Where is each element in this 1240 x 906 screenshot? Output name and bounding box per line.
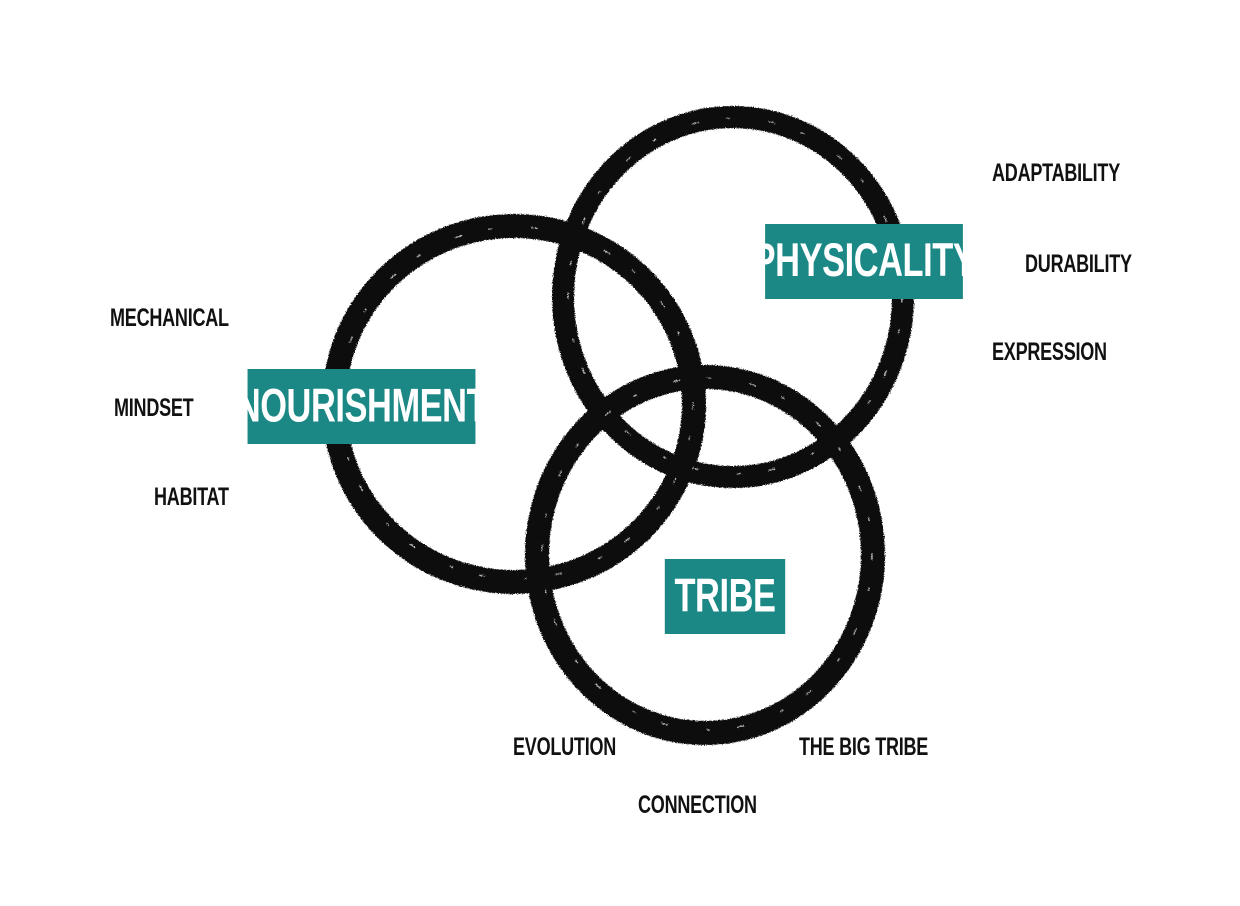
attribute-adaptability: ADAPTABILITY: [992, 158, 1120, 187]
pillar-nourishment-text: NOURISHMENT: [235, 379, 488, 432]
attribute-evolution: EVOLUTION: [513, 732, 617, 761]
pillar-physicality-text: PHYSICALITY: [752, 234, 976, 287]
ring-tribe-texture: [541, 377, 873, 731]
attribute-durability: DURABILITY: [1025, 249, 1132, 278]
attribute-mindset: MINDSET: [114, 393, 194, 422]
attribute-habitat: HABITAT: [154, 482, 229, 511]
pillar-label-physicality: PHYSICALITY: [753, 224, 976, 299]
attribute-the-big-tribe: THE BIG TRIBE: [799, 732, 929, 761]
attribute-connection: CONNECTION: [638, 790, 757, 819]
attribute-expression: EXPRESSION: [992, 337, 1107, 366]
attribute-mechanical: MECHANICAL: [110, 303, 229, 332]
ring-tribe: [525, 365, 885, 745]
pillar-label-tribe: TRIBE: [664, 559, 786, 634]
ring-nourishment-texture: [338, 226, 694, 580]
pillar-tribe-text: TRIBE: [674, 569, 776, 622]
pillar-label-nourishment: NOURISHMENT: [236, 369, 488, 444]
